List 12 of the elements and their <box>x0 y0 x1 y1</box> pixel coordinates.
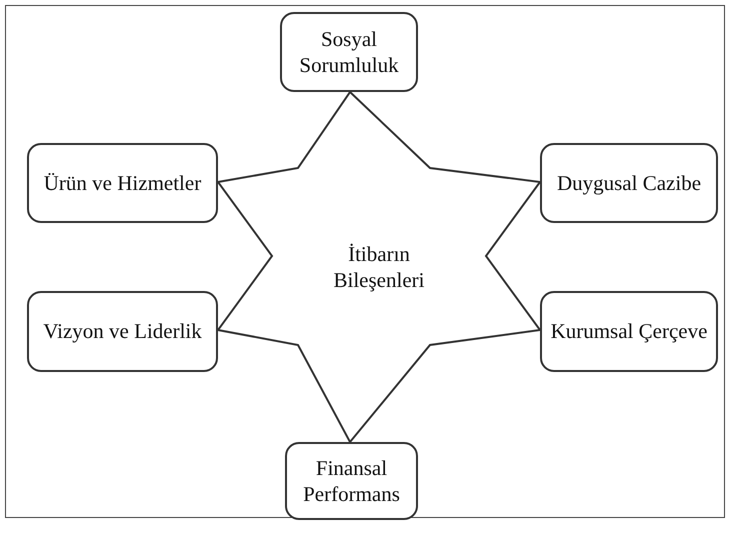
rounded-box <box>540 291 718 372</box>
rounded-box <box>285 442 418 520</box>
rounded-box <box>280 12 418 92</box>
box-label: Duygusal Cazibe <box>556 170 702 196</box>
box-label: Sosyal Sorumluluk <box>298 26 400 78</box>
box-label: Vizyon ve Liderlik <box>43 318 202 345</box>
rounded-box <box>540 143 718 223</box>
rounded-box <box>27 143 218 223</box>
rounded-box <box>27 291 218 372</box>
box-label: Finansal Performans <box>302 454 401 508</box>
box-label: Kurumsal Çerçeve <box>550 318 708 345</box>
box-label: Ürün ve Hizmetler <box>44 170 202 196</box>
